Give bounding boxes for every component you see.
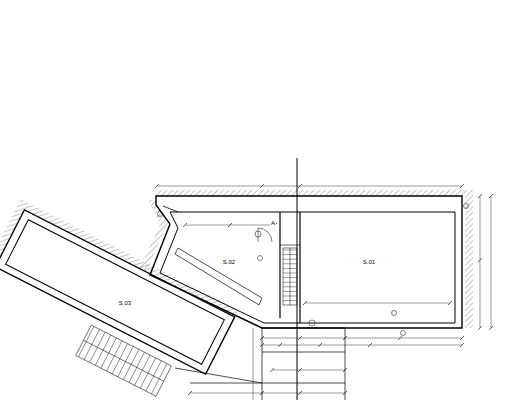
symbol-circle xyxy=(401,331,406,336)
room-tag: S.01 xyxy=(362,259,376,266)
room-tag: S.03 xyxy=(118,300,132,307)
symbol-circle xyxy=(464,204,469,209)
symbol-circle xyxy=(392,311,397,316)
stair xyxy=(283,248,297,305)
stair xyxy=(76,325,172,396)
dimension-ticks xyxy=(155,184,493,395)
section-line xyxy=(297,158,298,400)
symbol-circle xyxy=(255,231,261,237)
soil-hatch xyxy=(465,190,473,328)
room-name: S.03 xyxy=(118,300,132,307)
room-name: S.02 xyxy=(222,259,236,266)
door-leaf xyxy=(258,228,259,242)
symbol-circle xyxy=(309,320,315,326)
symbol-circle xyxy=(258,256,263,261)
stair-steps xyxy=(78,326,166,393)
symbol-circle xyxy=(158,212,163,217)
walls xyxy=(0,210,235,374)
platform xyxy=(175,328,345,400)
walls xyxy=(150,196,462,328)
door-swing xyxy=(258,228,272,242)
soil-hatch xyxy=(157,190,465,196)
section-mark: A xyxy=(270,220,276,227)
soil-hatch xyxy=(140,200,168,272)
room-name: S.01 xyxy=(362,259,376,266)
dimension-lines xyxy=(157,186,491,400)
soil-hatch xyxy=(0,199,238,374)
room-tag: S.02 xyxy=(222,259,236,266)
stair-steps xyxy=(283,250,297,301)
